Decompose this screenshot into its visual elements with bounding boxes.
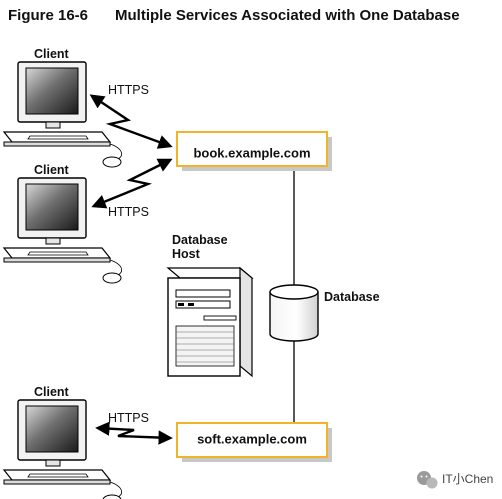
lightning-arrow-icon bbox=[89, 94, 173, 149]
watermark-text: IT小Chen bbox=[442, 472, 493, 486]
desktop-computer-icon bbox=[3, 399, 123, 499]
service-name: soft.example.com bbox=[197, 431, 307, 446]
service-box-book: book.example.com bbox=[176, 131, 332, 171]
wechat-icon bbox=[417, 471, 438, 489]
figure-caption: Multiple Services Associated with One Da… bbox=[115, 7, 460, 24]
lightning-arrow-icon bbox=[91, 158, 173, 209]
database-host-label-line1: Database bbox=[172, 233, 228, 247]
client-1: Client bbox=[3, 47, 123, 168]
client-2: Client bbox=[3, 163, 123, 284]
client-label: Client bbox=[34, 163, 70, 177]
https-label: HTTPS bbox=[108, 83, 149, 97]
database-host-label-line2: Host bbox=[172, 247, 201, 261]
https-label: HTTPS bbox=[108, 411, 149, 425]
lightning-arrow-icon bbox=[95, 421, 173, 445]
database-cylinder-icon bbox=[269, 284, 319, 342]
https-label: HTTPS bbox=[108, 205, 149, 219]
service-box-soft: soft.example.com bbox=[176, 422, 332, 462]
figure-number: Figure 16-6 bbox=[8, 7, 88, 24]
server-tower-icon bbox=[166, 266, 254, 378]
client-3: Client bbox=[3, 385, 123, 499]
client-label: Client bbox=[34, 385, 70, 399]
service-name: book.example.com bbox=[193, 145, 310, 160]
desktop-computer-icon bbox=[3, 61, 123, 168]
client-label: Client bbox=[34, 47, 70, 61]
database-label: Database bbox=[324, 290, 380, 304]
desktop-computer-icon bbox=[3, 177, 123, 284]
watermark: IT小Chen bbox=[417, 471, 493, 489]
